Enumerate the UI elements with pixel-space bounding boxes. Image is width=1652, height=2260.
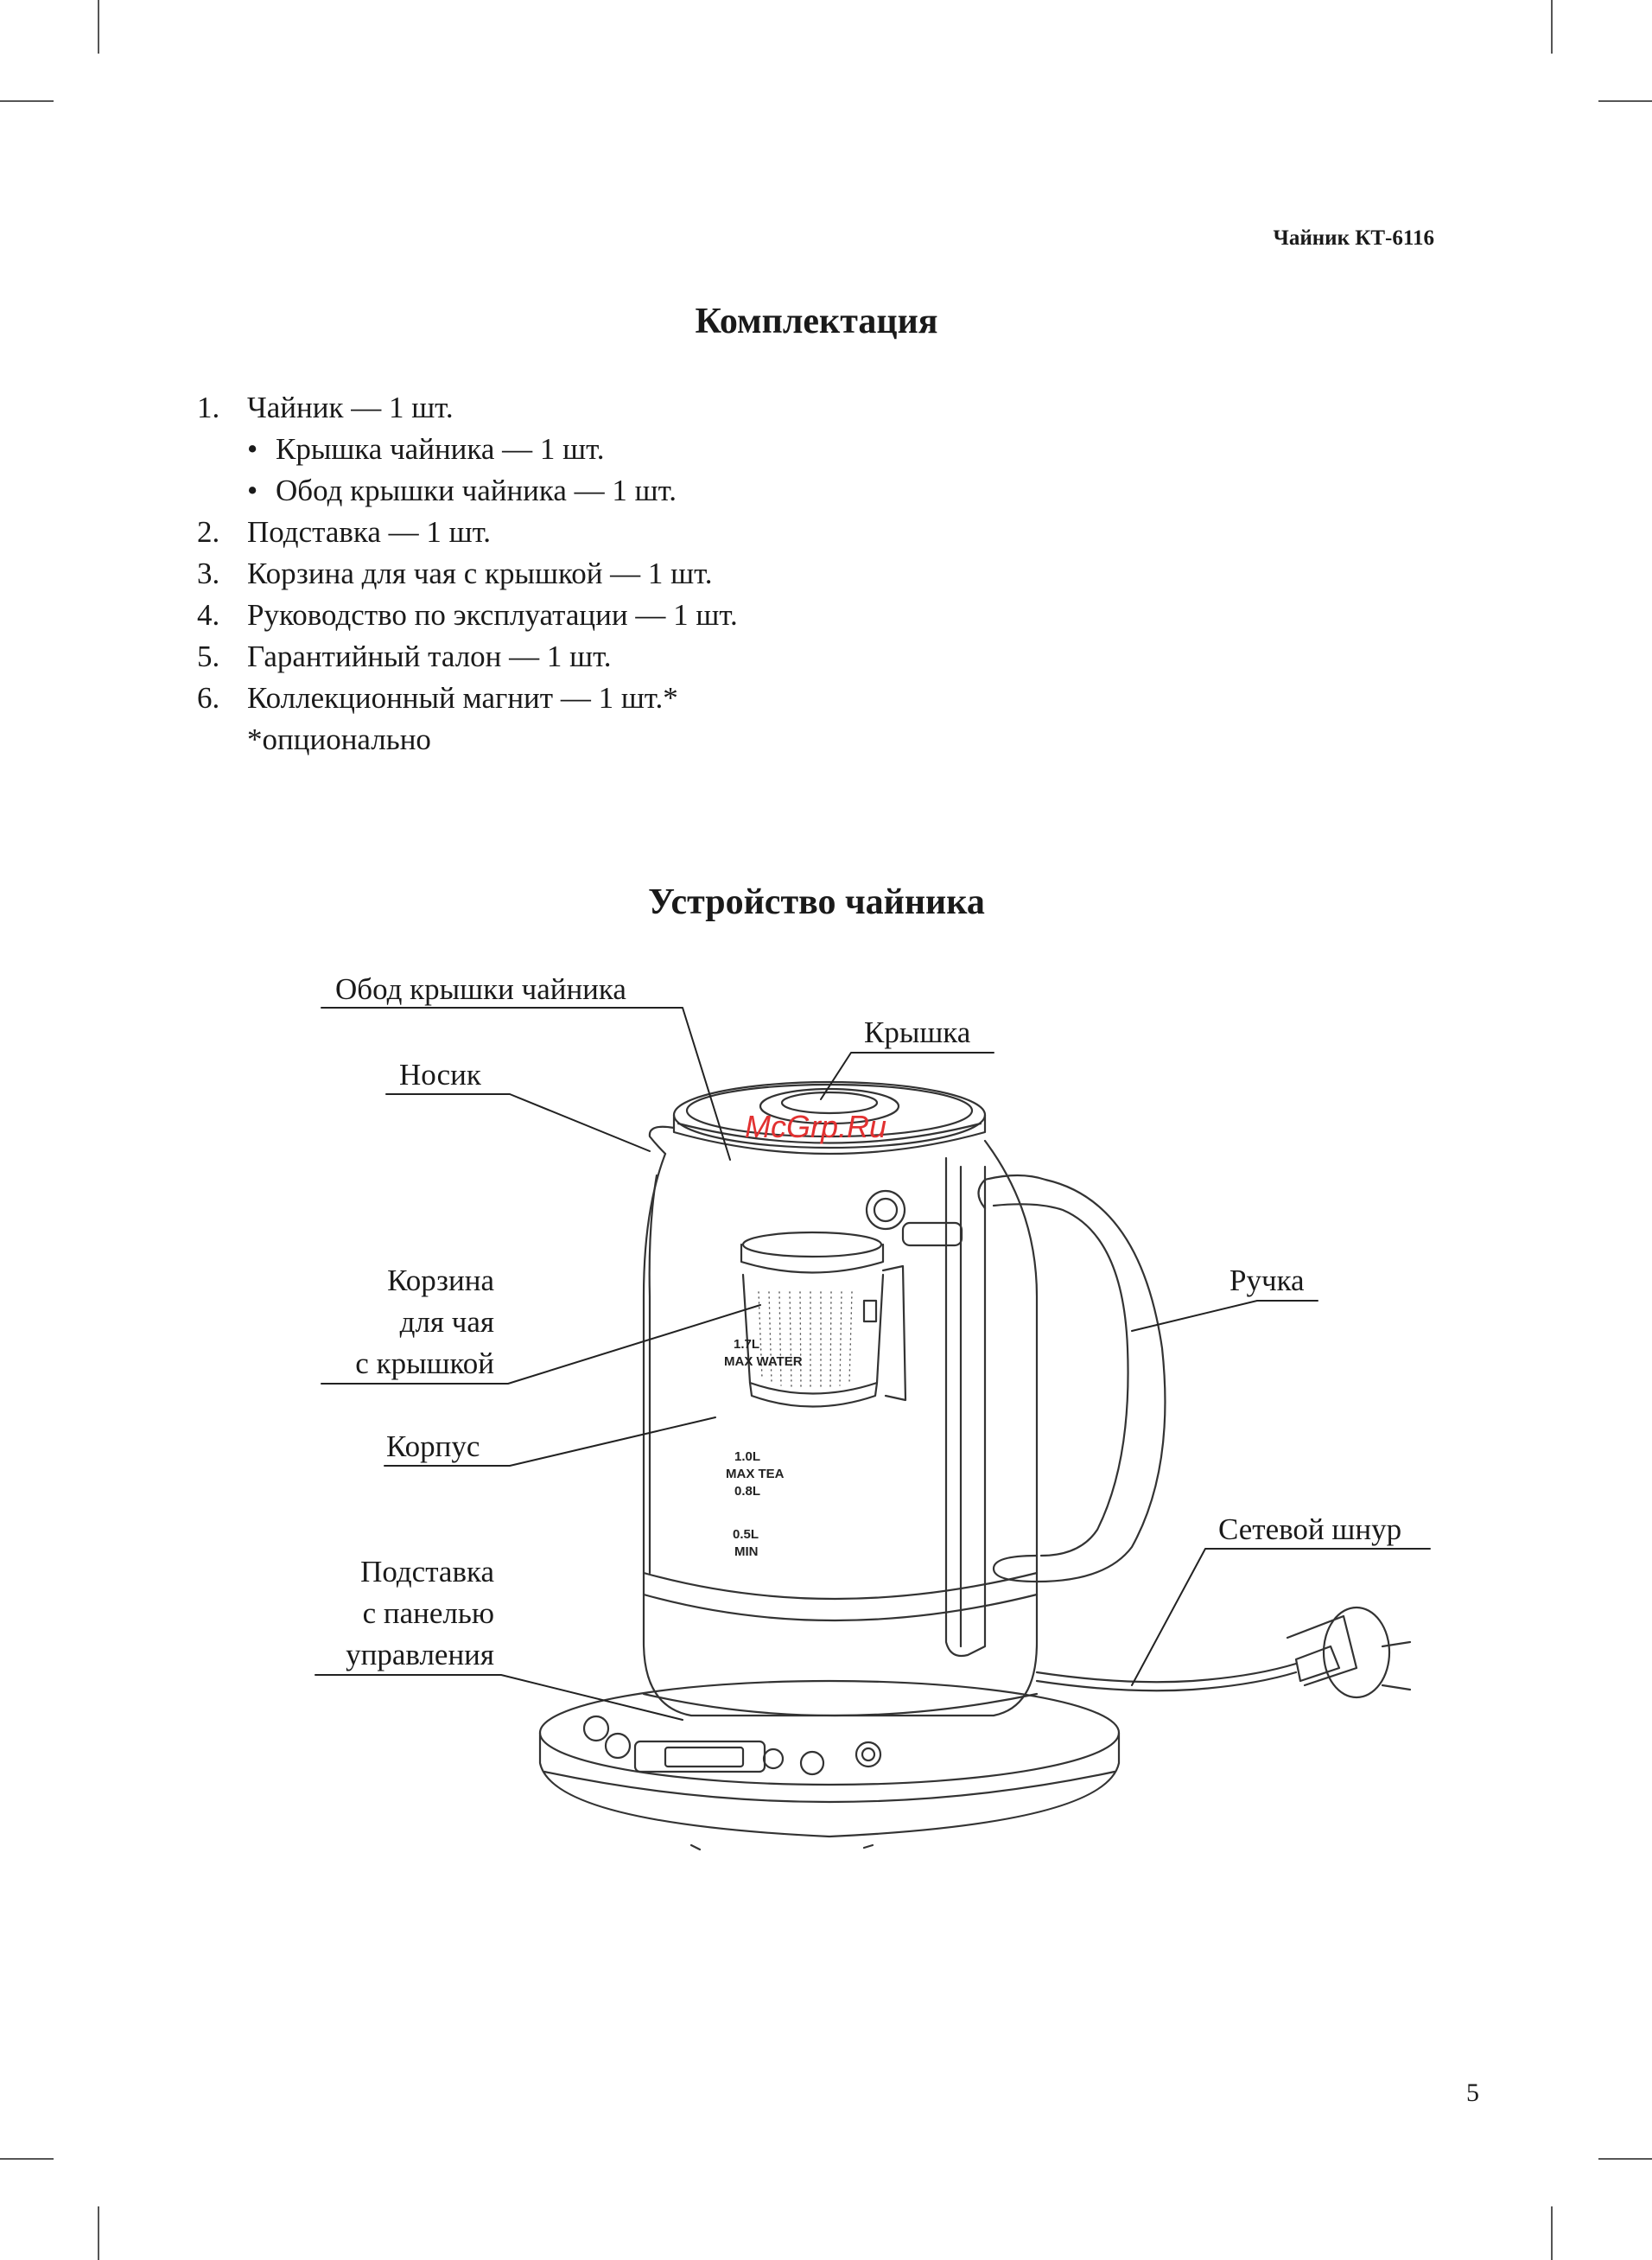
contents-heading: Комплектация [695,302,938,341]
label-lid-rim: Обод крышки чайника [335,972,626,1006]
crop-mark [1598,100,1652,102]
crop-mark [1551,0,1553,54]
list-subitem: •Обод крышки чайника — 1 шт. [247,474,677,507]
svg-text:1.0L: 1.0L [734,1449,760,1464]
svg-text:MAX TEA: MAX TEA [726,1467,785,1481]
kettle-lid [672,1080,987,1155]
label-base-1: Подставка [360,1555,494,1588]
contents-list: 1.Чайник — 1 шт. •Крышка чайника — 1 шт.… [197,387,738,761]
heating-column [865,1156,987,1658]
document-header: Чайник КТ-6116 [1273,226,1434,250]
label-handle: Ручка [1229,1264,1305,1297]
leader-lines [315,1007,1431,1721]
label-lid: Крышка [864,1015,971,1049]
crop-mark [1598,2158,1652,2160]
tea-basket [740,1231,907,1408]
list-item: 2.Подставка — 1 шт. [197,515,492,549]
kettle-handle [977,1174,1166,1583]
svg-text:0.8L: 0.8L [734,1484,760,1499]
kettle-spout [648,1125,676,1155]
list-item: 3.Корзина для чая с крышкой — 1 шт. [197,557,713,590]
svg-text:0.5L: 0.5L [733,1527,759,1542]
list-item: 6.Коллекционный магнит — 1 шт.* [197,681,678,715]
crop-mark [1551,2206,1553,2260]
label-body: Корпус [386,1429,480,1463]
crop-mark [98,2206,99,2260]
kettle-base [538,1679,1121,1851]
list-item: 5.Гарантийный талон — 1 шт. [197,640,612,673]
label-basket-2: для чая [399,1305,494,1339]
svg-text:MIN: MIN [734,1544,759,1559]
label-base-2: с панелью [362,1596,494,1630]
optional-note: *опционально [247,723,431,756]
capacity-markings: 1.7L MAX WATER 1.0L MAX TEA 0.8L 0.5L MI… [724,1337,803,1559]
device-heading: Устройство чайника [648,882,985,922]
kettle-body [642,1139,1039,1717]
page-number: 5 [1466,2079,1479,2107]
crop-mark [0,100,54,102]
label-basket-3: с крышкой [355,1346,494,1380]
label-cord: Сетевой шнур [1218,1512,1402,1546]
list-subitem: •Крышка чайника — 1 шт. [247,432,605,466]
label-spout: Носик [399,1058,481,1092]
label-basket-1: Корзина [387,1264,494,1297]
crop-mark [98,0,99,54]
svg-text:MAX WATER: MAX WATER [724,1354,803,1369]
list-item: 1.Чайник — 1 шт. [197,391,454,424]
watermark: McGrp.Ru [745,1109,887,1144]
list-item: 4.Руководство по эксплуатации — 1 шт. [197,598,738,632]
crop-mark [0,2158,54,2160]
label-base-3: управления [346,1638,494,1671]
svg-text:1.7L: 1.7L [734,1337,759,1352]
power-cord [1035,1606,1412,1699]
